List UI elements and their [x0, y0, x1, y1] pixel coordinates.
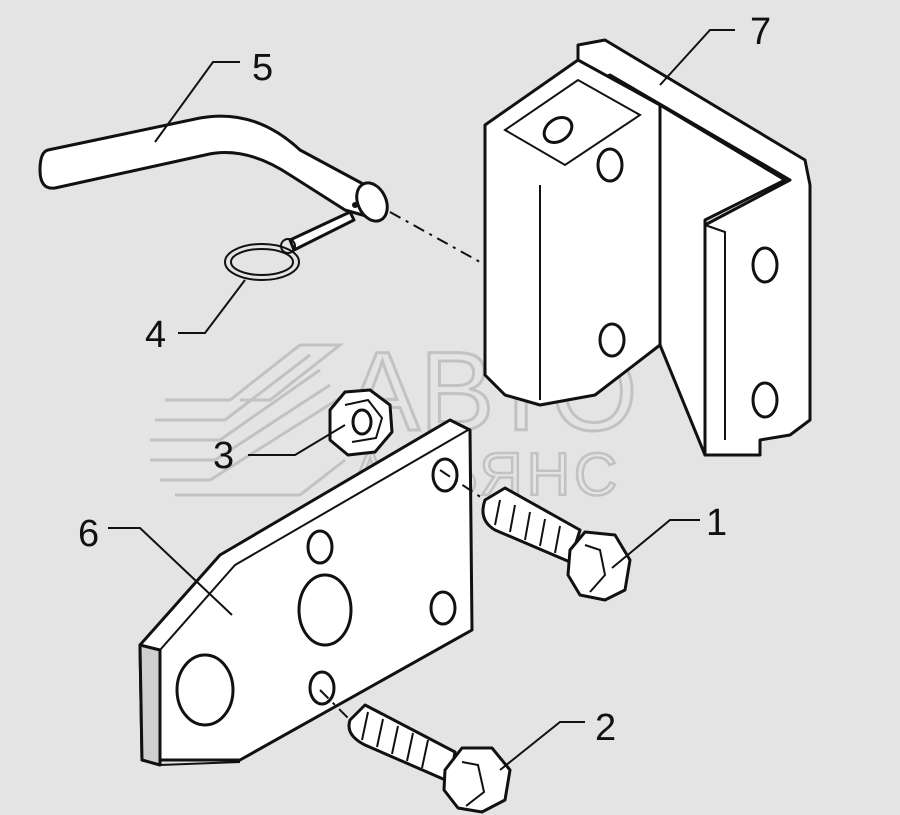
watermark-logo: [150, 343, 346, 497]
callout-2: 2: [595, 707, 616, 749]
callout-numbers: 5 4 3 6 7 1 2: [78, 11, 771, 749]
callout-5: 5: [252, 47, 273, 89]
callout-4: 4: [145, 314, 166, 356]
part-7-bracket: [483, 38, 812, 457]
leader-5: [154, 61, 240, 143]
part-5-pin: [38, 114, 481, 263]
part-6-plate: [138, 418, 474, 767]
leader-2: [499, 721, 585, 771]
callout-7: 7: [750, 11, 771, 53]
leader-lines: [108, 29, 735, 771]
leader-4: [178, 279, 246, 334]
callout-6: 6: [78, 513, 99, 555]
callout-1: 1: [706, 502, 727, 544]
part-1-bolt: [439, 469, 632, 602]
leader-3: [248, 424, 346, 456]
part-3-nut: [328, 388, 394, 457]
callout-3: 3: [213, 435, 234, 477]
leader-6: [108, 527, 233, 616]
leader-7: [659, 29, 735, 86]
leader-1: [611, 519, 700, 569]
part-4-clip: [224, 210, 356, 281]
part-2-bolt: [319, 689, 512, 814]
